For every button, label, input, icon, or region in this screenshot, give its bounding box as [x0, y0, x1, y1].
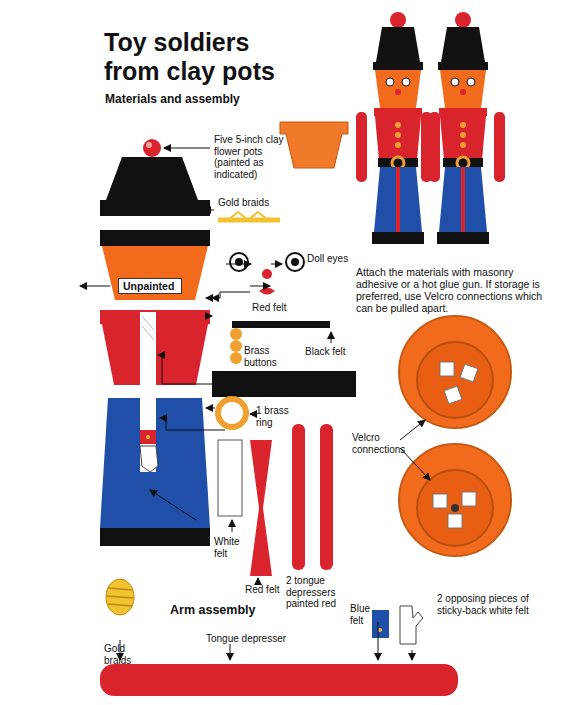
- part-label: 1 brass ring: [256, 405, 301, 428]
- node-text: Unpainted: [123, 280, 177, 292]
- part-label: Red felt: [245, 584, 281, 596]
- part-label: Arm assembly: [170, 603, 270, 617]
- label-box: Unpainted: [118, 278, 182, 294]
- part-label: Doll eyes: [307, 253, 367, 265]
- part-label: Black felt: [305, 346, 365, 358]
- part-label: Red felt: [252, 302, 292, 314]
- part-label: Velcro connections: [352, 432, 412, 455]
- part-label: White felt: [214, 536, 254, 559]
- part-label: Attach the materials with masonry adhesi…: [356, 266, 556, 314]
- part-label: Materials and assembly: [105, 93, 305, 107]
- part-label: Tongue depresser: [206, 633, 316, 645]
- part-label: Five 5-inch clay flower pots (painted as…: [214, 134, 294, 180]
- part-label: Brass buttons: [244, 345, 294, 368]
- part-label: Gold braids: [104, 643, 154, 666]
- title: Toy soldiers from clay pots: [104, 28, 304, 86]
- part-label: 2 opposing pieces of sticky-back white f…: [437, 593, 532, 616]
- part-label: Gold braids: [218, 197, 298, 209]
- part-label: Blue felt: [350, 603, 380, 626]
